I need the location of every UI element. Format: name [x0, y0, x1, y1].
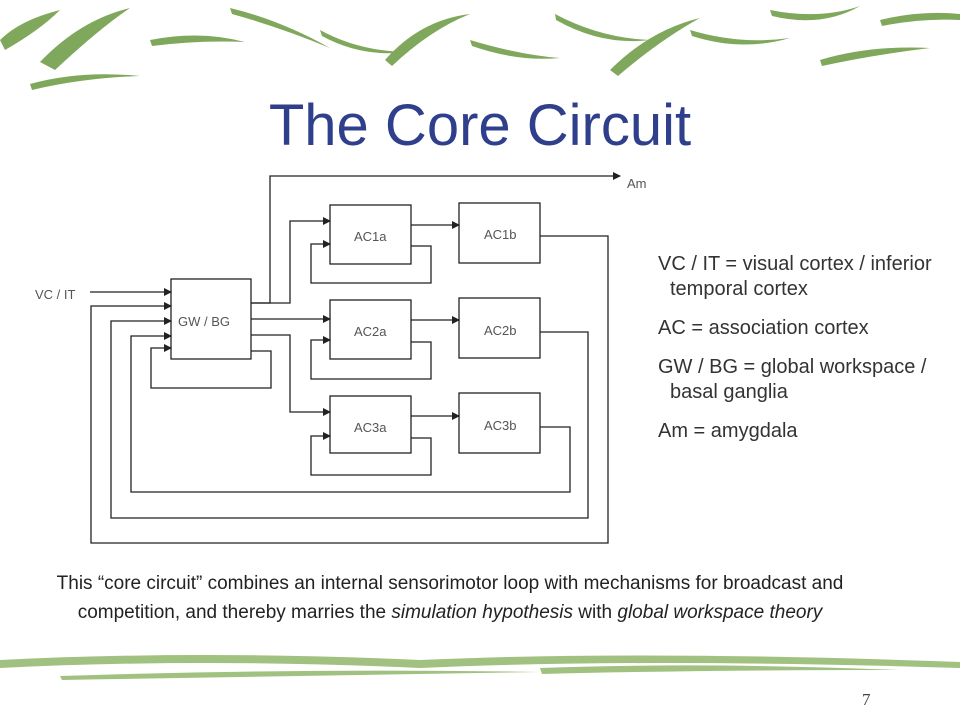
legend-item: VC / IT = visual cortex / inferior tempo…	[658, 253, 932, 300]
caption-emphasis: simulation hypothesis	[391, 602, 574, 623]
slide-title: The Core Circuit	[268, 93, 692, 158]
ac3b-box	[458, 392, 541, 454]
ac1a-box	[329, 204, 412, 265]
legend-item: AC = association cortex	[658, 317, 869, 339]
ac2b-box	[458, 297, 541, 359]
ac2b-label: AC2b	[484, 323, 517, 338]
caption: This “core circuit” combines an internal…	[30, 569, 870, 627]
ac1a-label: AC1a	[354, 229, 387, 244]
ac3b-label: AC3b	[484, 418, 517, 433]
page-number: 7	[862, 690, 871, 709]
caption-emphasis: global workspace theory	[617, 602, 823, 623]
ac1b-box	[458, 202, 541, 264]
ac3a-label: AC3a	[354, 420, 387, 435]
legend: VC / IT = visual cortex / inferior tempo…	[658, 252, 948, 458]
input-label: VC / IT	[35, 287, 76, 302]
legend-item: GW / BG = global workspace / basal gangl…	[658, 356, 927, 403]
gw-bg-box	[170, 278, 252, 360]
ac2a-box	[329, 299, 412, 360]
ac3a-box	[329, 395, 412, 454]
legend-item: Am = amygdala	[658, 420, 798, 442]
ac1b-label: AC1b	[484, 227, 517, 242]
ac2a-label: AC2a	[354, 324, 387, 339]
gw-bg-label: GW / BG	[178, 314, 230, 329]
output-label: Am	[627, 176, 647, 191]
caption-text: with	[573, 602, 618, 623]
caption-text: This “core circuit” combines an internal…	[56, 573, 844, 623]
